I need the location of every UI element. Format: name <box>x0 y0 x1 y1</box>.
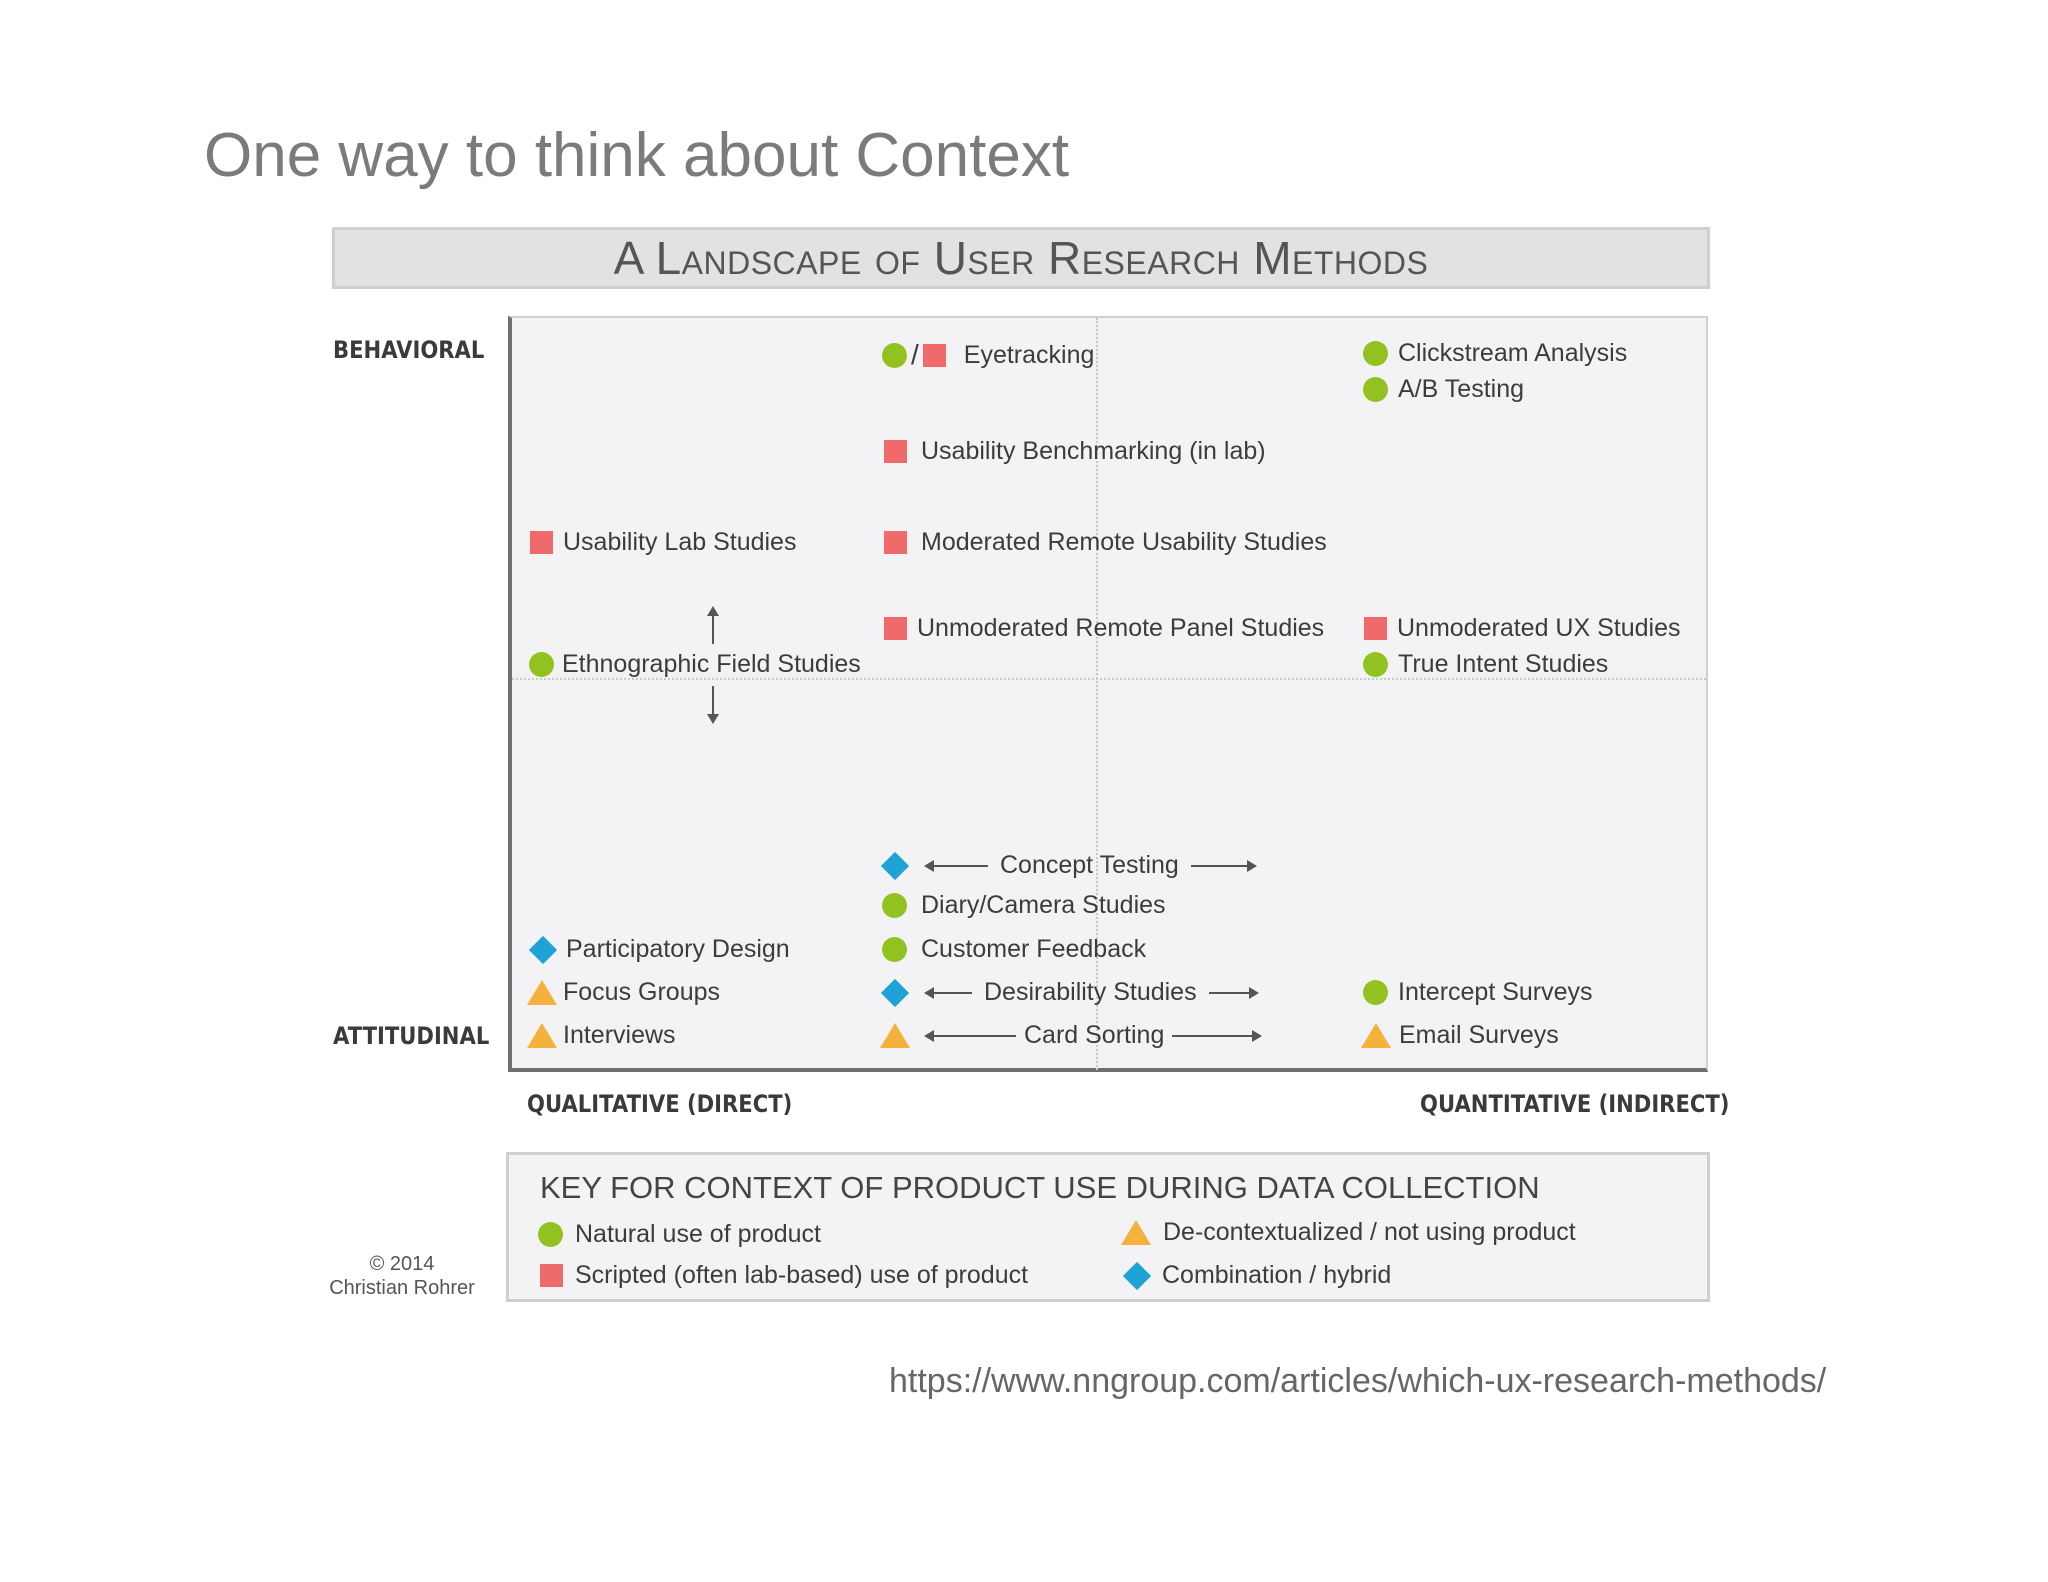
natural-use-icon <box>882 893 907 918</box>
decontextualized-icon <box>1121 1220 1151 1245</box>
method-label: Usability Lab Studies <box>563 528 797 556</box>
method-usability-lab-studies: Usability Lab Studies <box>530 528 796 557</box>
method-label: Clickstream Analysis <box>1398 339 1628 367</box>
decontextualized-icon <box>527 980 557 1005</box>
method-label: Focus Groups <box>563 978 721 1006</box>
natural-use-icon <box>1363 377 1388 402</box>
method-label: Participatory Design <box>566 935 790 963</box>
method-label: Desirability Studies <box>984 978 1197 1006</box>
method-label: Intercept Surveys <box>1398 978 1593 1006</box>
arrow-left-icon <box>924 859 988 872</box>
y-axis-top-label: BEHAVIORAL <box>333 336 485 364</box>
method-label: Ethnographic Field Studies <box>562 650 861 678</box>
method-label: Unmoderated Remote Panel Studies <box>917 614 1325 642</box>
arrow-right-icon <box>1208 986 1259 999</box>
scripted-use-icon <box>540 1264 563 1287</box>
natural-use-icon <box>1363 652 1388 677</box>
arrow-down-icon <box>707 686 719 724</box>
legend-label: Combination / hybrid <box>1162 1261 1392 1289</box>
natural-use-icon <box>529 652 554 677</box>
method-separator: / <box>911 339 919 370</box>
method-usability-benchmarking: Usability Benchmarking (in lab) <box>884 437 1266 466</box>
method-email-surveys: Email Surveys <box>1361 1021 1559 1050</box>
method-unmoderated-ux-studies: Unmoderated UX Studies <box>1364 614 1680 643</box>
scripted-use-icon <box>884 531 907 554</box>
natural-use-icon <box>1363 980 1388 1005</box>
method-participatory-design: Participatory Design <box>528 935 790 964</box>
method-label: Email Surveys <box>1399 1021 1559 1049</box>
method-true-intent-studies: True Intent Studies <box>1363 650 1608 679</box>
source-url: https://www.nngroup.com/articles/which-u… <box>889 1362 1827 1400</box>
x-axis-right-label: QUANTITATIVE (INDIRECT) <box>1420 1090 1730 1118</box>
legend-item-natural: Natural use of product <box>538 1220 821 1249</box>
method-label: A/B Testing <box>1398 375 1525 403</box>
natural-use-icon <box>538 1222 563 1247</box>
scripted-use-icon <box>922 343 946 367</box>
copyright-notice: © 2014 Christian Rohrer <box>329 1253 475 1299</box>
combination-hybrid-icon <box>528 935 558 964</box>
scripted-use-icon <box>884 440 907 463</box>
vertical-divider <box>1096 318 1098 1070</box>
method-clickstream-analysis: Clickstream Analysis <box>1363 339 1627 368</box>
diagram-banner: A Landscape of User Research Methods <box>332 227 1710 289</box>
method-label: Eyetracking <box>963 340 1095 369</box>
page-title: One way to think about Context <box>204 121 1070 190</box>
legend-label: Scripted (often lab-based) use of produc… <box>575 1261 1029 1289</box>
arrow-left-icon <box>924 986 972 999</box>
method-intercept-surveys: Intercept Surveys <box>1363 978 1593 1007</box>
method-ethnographic-field-studies: Ethnographic Field Studies <box>529 650 861 679</box>
decontextualized-icon <box>880 1023 910 1048</box>
x-axis-left-label: QUALITATIVE (DIRECT) <box>527 1090 793 1118</box>
method-diary-camera-studies: Diary/Camera Studies <box>882 891 1166 920</box>
natural-use-icon <box>882 937 907 962</box>
combination-hybrid-icon <box>880 978 910 1007</box>
method-label: Usability Benchmarking (in lab) <box>921 437 1266 465</box>
arrow-up-icon <box>707 606 719 644</box>
decontextualized-icon <box>527 1023 557 1048</box>
method-desirability-studies: Desirability Studies <box>880 978 1259 1007</box>
method-customer-feedback: Customer Feedback <box>882 935 1146 964</box>
method-label: True Intent Studies <box>1398 650 1609 678</box>
method-label: Diary/Camera Studies <box>921 891 1166 919</box>
method-label: Card Sorting <box>1024 1021 1165 1049</box>
arrow-right-icon <box>1172 1029 1263 1042</box>
legend-item-combination: Combination / hybrid <box>1122 1261 1392 1290</box>
horizontal-divider <box>512 678 1706 680</box>
method-label: Customer Feedback <box>921 935 1147 963</box>
combination-hybrid-icon <box>880 851 910 880</box>
landscape-plot-area <box>508 316 1708 1072</box>
arrow-right-icon <box>1190 859 1257 872</box>
legend-title: KEY FOR CONTEXT OF PRODUCT USE DURING DA… <box>540 1170 1540 1205</box>
legend-key-box <box>506 1152 1710 1302</box>
method-unmoderated-remote-panel: Unmoderated Remote Panel Studies <box>884 614 1324 643</box>
method-label: Concept Testing <box>1000 851 1179 879</box>
combination-hybrid-icon <box>1122 1261 1152 1290</box>
method-focus-groups: Focus Groups <box>527 978 720 1007</box>
scripted-use-icon <box>530 531 553 554</box>
legend-item-scripted: Scripted (often lab-based) use of produc… <box>540 1261 1028 1290</box>
method-eyetracking: / Eyetracking <box>882 339 1094 371</box>
method-label: Interviews <box>563 1021 676 1049</box>
scripted-use-icon <box>1364 617 1387 640</box>
method-card-sorting: Card Sorting <box>880 1021 1263 1050</box>
method-ab-testing: A/B Testing <box>1363 375 1524 404</box>
arrow-left-icon <box>924 1029 1016 1042</box>
natural-use-icon <box>882 342 907 368</box>
method-label: Unmoderated UX Studies <box>1397 614 1681 642</box>
legend-label: Natural use of product <box>575 1220 821 1248</box>
legend-label: De-contextualized / not using product <box>1163 1218 1576 1246</box>
scripted-use-icon <box>884 617 907 640</box>
decontextualized-icon <box>1361 1023 1391 1048</box>
method-interviews: Interviews <box>527 1021 676 1050</box>
method-label: Moderated Remote Usability Studies <box>921 528 1327 556</box>
natural-use-icon <box>1363 341 1388 366</box>
y-axis-bottom-label: ATTITUDINAL <box>333 1022 490 1050</box>
legend-item-decontextualized: De-contextualized / not using product <box>1121 1218 1576 1247</box>
method-moderated-remote-usability: Moderated Remote Usability Studies <box>884 528 1327 557</box>
method-concept-testing: Concept Testing <box>880 851 1257 880</box>
